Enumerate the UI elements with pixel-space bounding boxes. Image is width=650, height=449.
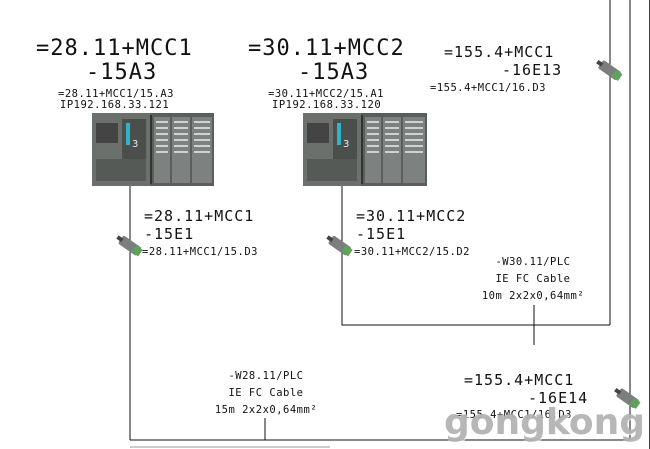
connector-right-bottom-icon[interactable] <box>610 384 644 414</box>
plc-mid-ref: =30.11+MCC2/15.A1 <box>268 88 384 100</box>
cable-left-spec: 15m 2x2x0,64mm² <box>214 404 318 416</box>
conn-left-ref: =28.11+MCC1/15.D3 <box>142 246 258 258</box>
conn-right-bottom-ref: =155.4+MCC1/16.D3 <box>456 409 572 421</box>
conn-mid-ref: =30.11+MCC2/15.D2 <box>354 246 470 258</box>
cable-left-name: -W28.11/PLC <box>228 370 304 382</box>
conn-right-top-ref: =155.4+MCC1/16.D3 <box>430 82 546 94</box>
plc-left-tag-line2: -15A3 <box>86 60 158 85</box>
svg-text:3: 3 <box>132 139 138 150</box>
cable-left-type: IE FC Cable <box>228 387 304 399</box>
svg-text:3: 3 <box>343 139 349 150</box>
plc-left-device[interactable]: 3 <box>92 113 214 186</box>
watermark-logo: gongkong <box>444 402 646 443</box>
conn-left-tag-line1: =28.11+MCC1 <box>144 207 255 225</box>
connector-right-top-icon[interactable] <box>592 56 626 86</box>
connector-left-icon[interactable] <box>112 232 148 262</box>
cable-mid-name: -W30.11/PLC <box>495 256 571 268</box>
conn-mid-tag-line1: =30.11+MCC2 <box>356 207 467 225</box>
conn-mid-tag-line2: -15E1 <box>356 225 407 243</box>
conn-right-top-tag-line2: -16E13 <box>502 61 563 79</box>
plc-left-ref: =28.11+MCC1/15.A3 <box>58 88 174 100</box>
connector-mid-icon[interactable] <box>322 232 358 262</box>
plc-mid-device[interactable]: 3 <box>303 113 427 186</box>
cable-mid-type: IE FC Cable <box>495 273 571 285</box>
cable-mid-spec: 10m 2x2x0,64mm² <box>481 290 585 302</box>
conn-right-top-tag-line1: =155.4+MCC1 <box>444 43 555 61</box>
plc-mid-ip: IP192.168.33.120 <box>272 99 382 111</box>
wire-mid-plc <box>341 186 610 326</box>
conn-right-bottom-tag-line1: =155.4+MCC1 <box>464 371 575 389</box>
conn-right-bottom-tag-line2: -16E14 <box>528 389 589 407</box>
plc-mid-tag-line1: =30.11+MCC2 <box>248 36 405 61</box>
plc-left-tag-line1: =28.11+MCC1 <box>36 36 193 61</box>
plc-left-ip: IP192.168.33.121 <box>60 99 170 111</box>
conn-left-tag-line2: -15E1 <box>144 225 195 243</box>
plc-mid-tag-line2: -15A3 <box>298 60 370 85</box>
